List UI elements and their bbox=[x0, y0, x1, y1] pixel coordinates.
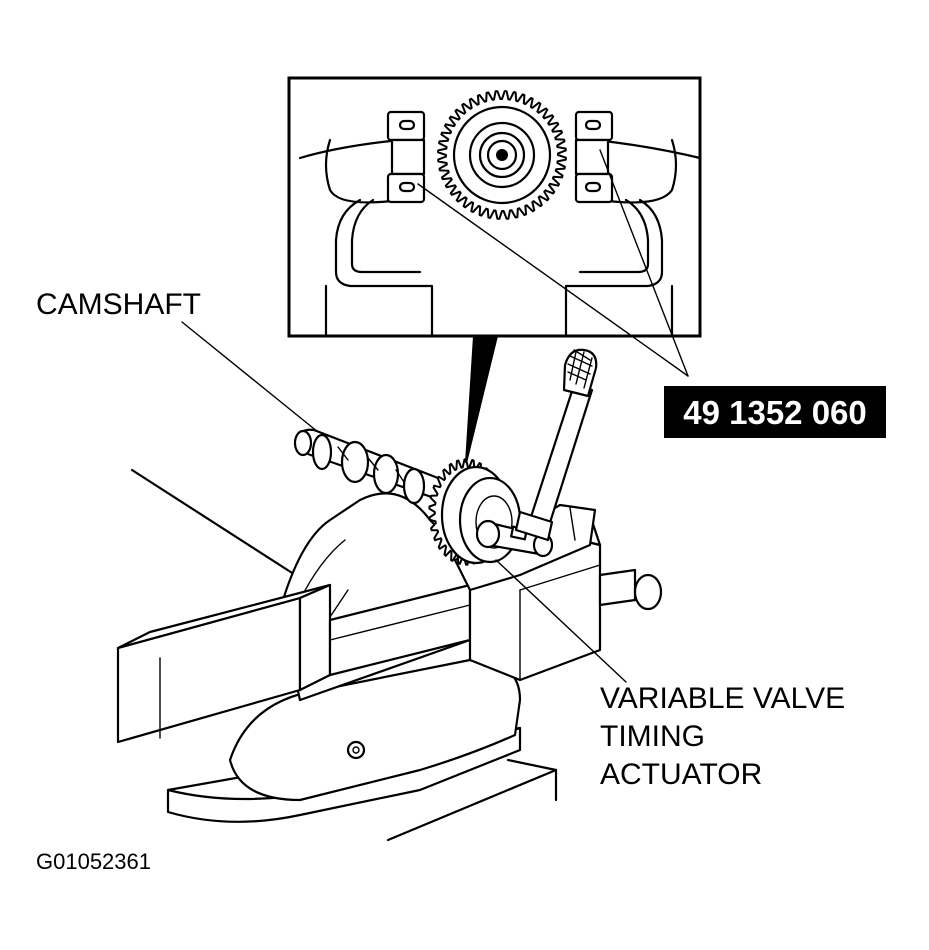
actuator-label-line3: ACTUATOR bbox=[600, 758, 762, 791]
workbench bbox=[130, 468, 558, 842]
detail-inset bbox=[287, 76, 702, 464]
tool-number-label: 49 1352 060 bbox=[683, 394, 867, 431]
actuator-label-line2: TIMING bbox=[600, 720, 705, 753]
bench-vise bbox=[116, 492, 663, 823]
leader-lines bbox=[181, 149, 689, 683]
actuator-label-line1: VARIABLE VALVE bbox=[600, 682, 845, 715]
special-tool-handle bbox=[514, 348, 598, 542]
camshaft bbox=[293, 428, 444, 505]
tool-number-callout-box bbox=[664, 386, 886, 438]
camshaft-label: CAMSHAFT bbox=[36, 288, 201, 321]
vvt-actuator bbox=[428, 458, 554, 566]
figure-id-label: G01052361 bbox=[36, 849, 151, 874]
